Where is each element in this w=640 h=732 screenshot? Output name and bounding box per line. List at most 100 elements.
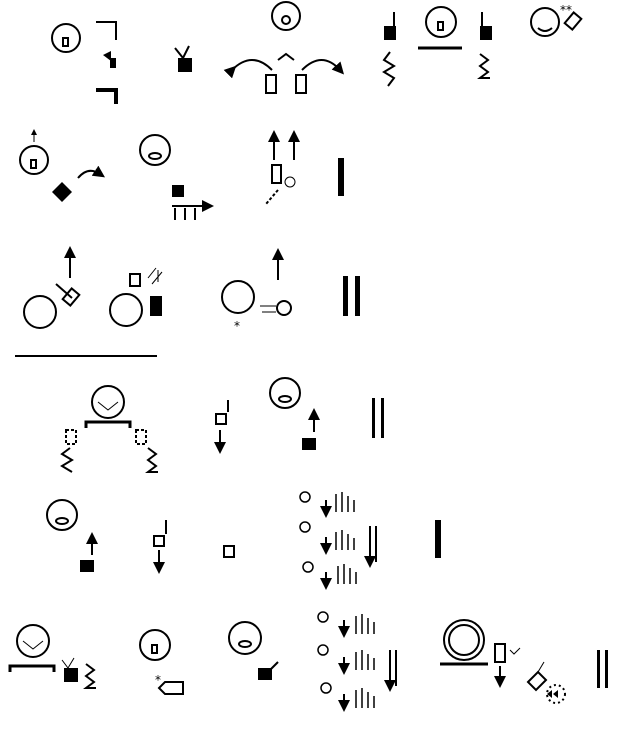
sign-12 [60,385,158,473]
hand-icon [276,300,292,316]
repeat-group [299,491,357,590]
sign-10 [109,267,163,327]
sign-13 [214,400,229,454]
head-icon [51,23,81,53]
hand-icon [563,11,583,31]
hand-icon [335,492,355,512]
head-icon [23,295,57,329]
movement-icon [477,53,490,79]
sign-7 [139,134,214,220]
contact-icon [174,45,190,60]
sign-9 [23,246,81,329]
hand-icon [65,429,77,445]
hand-icon [480,26,492,40]
movement-icon [83,663,96,689]
hand-icon [355,614,375,634]
head-icon [139,134,171,166]
sign-15 [46,499,98,572]
head-icon [221,280,255,314]
shoulder-line [8,664,56,672]
head-icon [16,624,50,658]
head-icon [271,1,301,31]
arc-arrow-icon [223,59,273,79]
sign-19: * [139,629,184,695]
punctuation-double-bar [372,398,384,438]
hand-icon [96,21,117,40]
sign-5: ** [530,3,583,37]
hand-icon [157,681,184,695]
hand-icon [223,545,235,558]
punctuation-bar-icon [435,520,441,558]
punctuation-bar-icon [381,398,384,438]
star-icon: * [155,673,161,687]
mouth-icon [62,37,69,47]
punctuation-double-bar [597,650,608,688]
arc-arrow-icon [301,59,345,75]
movement-icon [277,52,295,61]
hand-icon [153,535,165,547]
punctuation-double-bar [343,276,360,316]
head-icon [109,293,143,327]
movement-icon [174,208,196,220]
hand-icon [52,182,72,202]
punctuation-bar-icon [605,650,608,688]
mouth-icon [281,15,291,25]
sign-2 [174,45,192,72]
head-icon [530,7,560,37]
sign-6 [19,129,105,202]
hand-icon [96,88,118,104]
hand-icon [302,438,316,450]
shoulder-line [84,420,132,428]
punctuation-bar-icon [355,276,360,316]
sign-17 [299,491,377,590]
arc-arrow-icon [77,165,105,179]
hand-icon [129,273,141,287]
hand-icon [178,58,192,72]
punctuation-bar-icon [372,398,375,438]
sign-22 [440,619,566,704]
head-icon [139,629,171,661]
arrow-icon [547,690,558,698]
head-icon [228,621,262,655]
hand-icon [355,688,375,708]
hand-icon [526,670,548,692]
punctuation-bar-icon [597,650,600,688]
movement-icon [145,447,158,473]
sign-21 [317,611,397,712]
sign-14 [269,377,320,450]
head-icon [425,6,457,38]
head-icon [269,377,301,409]
punctuation-bar-icon [343,276,348,316]
hand-icon [103,51,116,68]
hand-icon [64,668,78,682]
hand-icon [355,650,375,670]
sign-4 [382,6,492,87]
hand-icon [271,164,282,184]
sign-8 [265,130,300,205]
hand-icon [258,668,272,680]
head-icon [443,619,485,661]
punctuation-bar-icon [338,158,344,196]
star-icon: ** [560,3,572,17]
head-icon [19,145,49,175]
circle-movement-icon [546,684,566,704]
sign-18 [8,624,96,689]
hand-icon [150,296,162,316]
star-icon: * [234,319,240,333]
hand-icon [494,643,506,663]
sign-1 [51,21,118,104]
hand-icon [135,429,147,445]
sign-11: * [221,248,292,333]
hand-icon [265,74,277,94]
head-icon [46,499,78,531]
hand-icon [215,413,227,425]
movement-icon [265,189,279,205]
mouth-icon [537,27,553,32]
sign-20 [228,621,279,680]
hand-icon [335,530,355,550]
hand-icon [172,185,184,197]
hand-icon [384,26,396,40]
hand-icon [80,560,94,572]
head-icon [91,385,125,419]
